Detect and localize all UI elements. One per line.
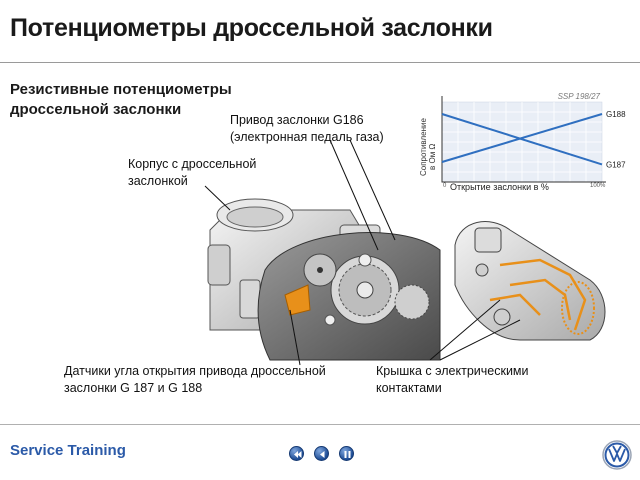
throttle-body-illustration xyxy=(207,198,606,361)
callout-cover: Крышка с электрическими контактами xyxy=(376,363,529,397)
back-icon xyxy=(320,451,325,458)
skip-back-button[interactable] xyxy=(289,446,304,461)
chart-ylabel-2: в Ом Ω xyxy=(428,144,437,170)
gear-cavity xyxy=(257,232,441,361)
chart-ref-label: SSP 198/27 xyxy=(558,92,601,101)
chart-x-tick-end: 100% xyxy=(590,183,606,189)
contact-cover xyxy=(454,221,606,341)
callout-sensors: Датчики угла открытия привода дроссельно… xyxy=(64,363,326,397)
subtitle-line-2: дроссельной заслонки xyxy=(10,101,182,118)
callout-housing-line-2: заслонкой xyxy=(128,174,188,188)
chart-series-label: G187 xyxy=(606,160,626,169)
callout-housing-line-1: Корпус с дроссельной xyxy=(128,157,257,171)
footer-divider xyxy=(0,424,640,425)
callout-drive-line-2: (электронная педаль газа) xyxy=(230,130,384,144)
pause-button[interactable] xyxy=(339,446,354,461)
chart-series-g188 xyxy=(441,113,603,163)
title-divider xyxy=(0,62,640,63)
callout-sensors-line-1: Датчики угла открытия привода дроссельно… xyxy=(64,364,326,378)
chart-xlabel: Открытие заслонки в % xyxy=(450,182,549,192)
chart-x-tick-start: 0 xyxy=(443,183,447,189)
back-button[interactable] xyxy=(314,446,329,461)
callout-drive: Привод заслонки G186 (электронная педаль… xyxy=(230,112,384,146)
page-title: Потенциометры дроссельной заслонки xyxy=(10,14,493,42)
skip-back-icon xyxy=(294,451,302,458)
subtitle: Резистивные потенциометры дроссельной за… xyxy=(10,80,280,120)
callout-cover-line-1: Крышка с электрическими xyxy=(376,364,529,378)
footer-brand: Service Training xyxy=(10,442,126,459)
vw-logo xyxy=(602,440,632,470)
callout-sensors-line-2: заслонки G 187 и G 188 xyxy=(64,381,203,395)
chart-axes xyxy=(441,96,606,183)
chart-series-g187 xyxy=(441,113,603,166)
subtitle-line-1: Резистивные потенциометры xyxy=(10,81,232,98)
callout-drive-line-1: Привод заслонки G186 xyxy=(230,113,364,127)
pause-icon xyxy=(344,451,351,458)
callout-housing: Корпус с дроссельной заслонкой xyxy=(128,156,256,190)
chart-series-label: G188 xyxy=(606,110,626,119)
callout-cover-line-2: контактами xyxy=(376,381,442,395)
chart-ylabel-1: Сопротивление xyxy=(419,118,428,176)
